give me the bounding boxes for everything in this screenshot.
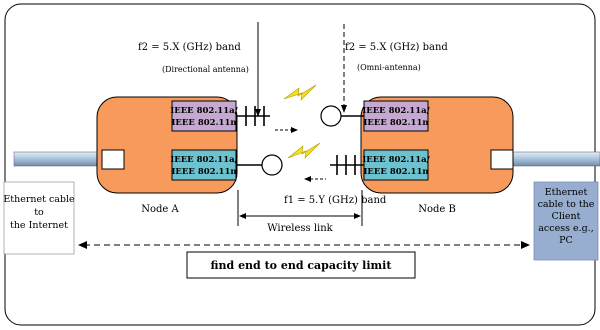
left-ethernet-cable xyxy=(13,151,103,167)
node-a-ethernet-port xyxy=(101,149,125,170)
client-endpoint-line4: access e.g., xyxy=(538,223,593,234)
top-lightning-bolt-icon xyxy=(283,84,317,101)
node-b-radio-bottom-line1: IEEE 802.11a/ xyxy=(362,155,430,165)
node-b-radio-top-line1: IEEE 802.11a/ xyxy=(362,106,430,116)
node-b-radio-top: IEEE 802.11a/ IEEE 802.11n xyxy=(362,100,431,132)
omni-antenna-icon xyxy=(236,154,283,176)
client-endpoint: Ethernet cable to the Client access e.g.… xyxy=(533,181,599,261)
directional-antenna-icon xyxy=(330,155,364,175)
node-b-radio-top-line2: IEEE 802.11n xyxy=(363,118,428,128)
node-b-label: Node B xyxy=(418,204,456,215)
f1-label: f1 = 5.Y (GHz) band xyxy=(284,195,387,206)
node-b-radio-bottom-line2: IEEE 802.11n xyxy=(363,167,428,177)
wireless-link-arrowhead-right xyxy=(354,213,361,219)
f2-omni-label: f2 = 5.X (GHz) band xyxy=(345,42,448,53)
end-to-end-arrowhead-left xyxy=(78,241,87,249)
internet-endpoint-line1: Ethernet cable xyxy=(3,194,75,205)
client-endpoint-line1: Ethernet xyxy=(545,187,588,198)
omni-pointer-head xyxy=(341,105,347,113)
node-a-radio-bottom-line2: IEEE 802.11n xyxy=(171,167,236,177)
directional-antenna-icon xyxy=(236,106,270,126)
directional-pointer-head xyxy=(255,109,261,117)
node-a-radio-top-line1: IEEE 802.11a/ xyxy=(170,106,238,116)
f2-directional-label: f2 = 5.X (GHz) band xyxy=(138,42,241,53)
node-a-radio-bottom: IEEE 802.11a/ IEEE 802.11n xyxy=(170,149,239,181)
bottom-link-arrow xyxy=(304,176,326,182)
directional-antenna-note: (Directional antenna) xyxy=(162,65,249,74)
client-endpoint-line2: cable to the xyxy=(538,199,595,210)
right-ethernet-cable xyxy=(512,151,600,167)
client-endpoint-line5: PC xyxy=(559,235,573,246)
top-link-arrow xyxy=(275,127,298,133)
capacity-banner: find end to end capacity limit xyxy=(186,251,416,279)
internet-endpoint-line3: the Internet xyxy=(10,220,68,231)
capacity-banner-text: find end to end capacity limit xyxy=(211,259,393,272)
bottom-lightning-bolt-icon xyxy=(287,142,321,159)
node-a-radio-top: IEEE 802.11a/ IEEE 802.11n xyxy=(170,100,239,132)
client-endpoint-line3: Client xyxy=(552,211,581,222)
node-b-radio-bottom: IEEE 802.11a/ IEEE 802.11n xyxy=(362,149,431,181)
omni-antenna-note: (Omni-antenna) xyxy=(357,63,421,72)
wireless-link-arrowhead-left xyxy=(239,213,246,219)
internet-endpoint: Ethernet cable to the Internet xyxy=(3,181,75,255)
node-a-radio-top-line2: IEEE 802.11n xyxy=(171,118,236,128)
end-to-end-arrowhead-right xyxy=(521,241,530,249)
internet-endpoint-line2: to xyxy=(34,207,44,218)
wireless-link-label: Wireless link xyxy=(267,223,333,234)
node-a-radio-bottom-line1: IEEE 802.11a/ xyxy=(170,155,238,165)
omni-antenna-icon xyxy=(320,105,364,127)
node-a-label: Node A xyxy=(141,204,179,215)
node-b-ethernet-port xyxy=(490,149,514,170)
